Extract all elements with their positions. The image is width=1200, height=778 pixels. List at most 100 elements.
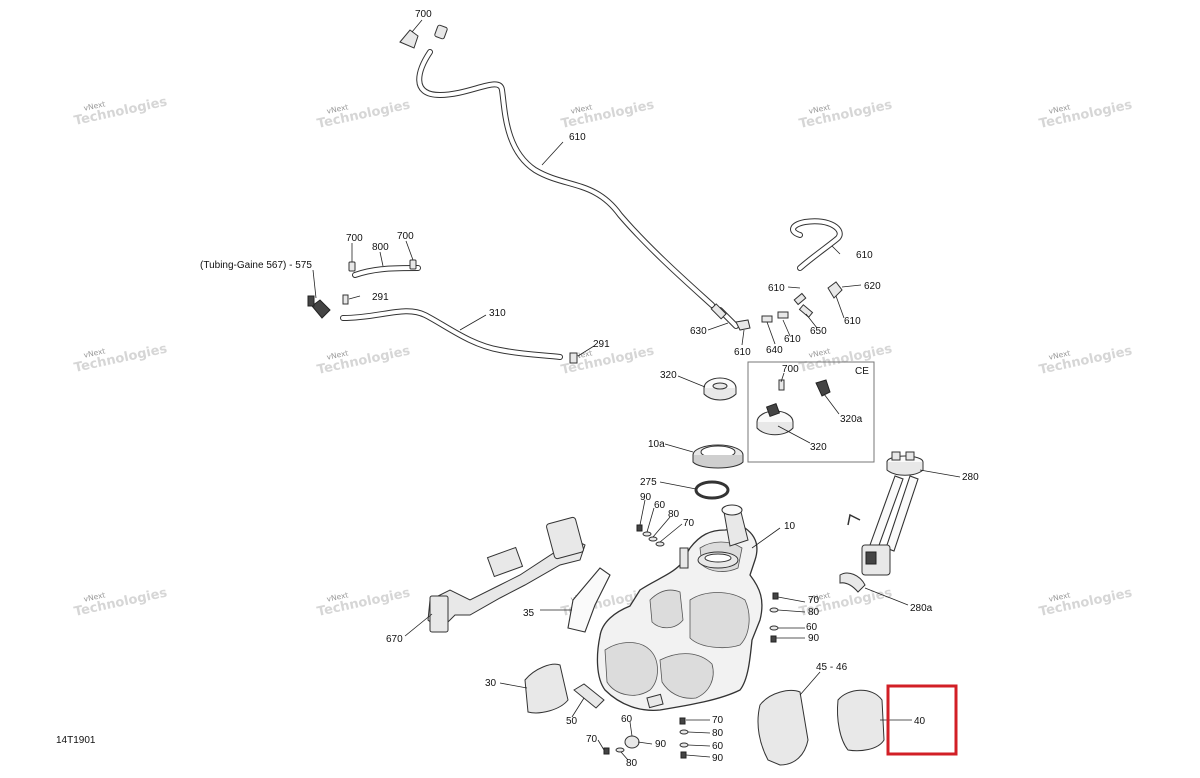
callout-80: 80 [626,758,638,769]
callout-630: 630 [690,326,707,337]
callout-310: 310 [489,308,506,319]
hose-800 [352,265,421,278]
callout-60: 60 [621,714,633,725]
callout-45-46: 45 - 46 [816,662,848,673]
heat-shield-35 [567,567,611,633]
watermark: Technologies vNext [316,97,412,131]
watermark: Technologies vNext [73,94,169,128]
callout-700: 700 [346,233,363,244]
svg-text:vNext: vNext [83,346,106,359]
callout-280a: 280a [910,603,933,614]
callout-40: 40 [914,716,926,727]
callout-60: 60 [712,741,724,752]
callout-90: 90 [712,753,724,764]
callout-610: 610 [784,334,801,345]
callout-320: 320 [810,442,827,453]
svg-text:vNext: vNext [1048,590,1071,603]
fitting-575 [307,295,331,319]
svg-text:vNext: vNext [326,348,349,361]
vent-hose-610-upper [416,49,715,308]
fuel-tank-10 [596,504,763,711]
highlight-box-40[interactable] [886,684,958,756]
seal-275 [694,480,730,500]
callout-610: 610 [844,316,861,327]
svg-text:vNext: vNext [1048,348,1071,361]
svg-text:vNext: vNext [326,102,349,115]
svg-text:vNext: vNext [570,102,593,115]
callout-90: 90 [655,739,667,750]
heat-shield-40 [837,689,885,752]
callout-80: 80 [808,607,820,618]
callout-700: 700 [782,364,799,375]
callout-10a: 10a [648,439,665,450]
svg-text:vNext: vNext [808,102,831,115]
watermark: Technologies vNext [798,341,894,375]
watermarks: Technologies vNext Technologies vNext Te… [73,94,1134,619]
watermark: Technologies vNext [73,341,169,375]
clip-291-left [342,294,349,305]
watermark: Technologies vNext [73,585,169,619]
callout-60: 60 [654,500,666,511]
watermark: Technologies vNext [1038,97,1134,131]
svg-text:vNext: vNext [83,99,106,112]
callout-291: 291 [593,339,610,350]
svg-text:vNext: vNext [808,346,831,359]
svg-text:vNext: vNext [83,590,106,603]
heat-shield-30 [524,663,569,714]
callout-610: 610 [734,347,751,358]
callout-70: 70 [712,715,724,726]
watermark: Technologies vNext [798,97,894,131]
callout-80: 80 [712,728,724,739]
callout-670: 670 [386,634,403,645]
callout-610: 610 [856,250,873,261]
callout-700: 700 [397,231,414,242]
callout-275: 275 [640,477,657,488]
callout-70: 70 [683,518,695,529]
svg-text:vNext: vNext [326,590,349,603]
callout-280: 280 [962,472,979,483]
callout-700: 700 [415,9,432,20]
bracket-670 [427,516,586,633]
callout-800: 800 [372,242,389,253]
fittings-630-640-650 [710,281,843,331]
heat-shield-45-46 [757,690,809,766]
svg-text:vNext: vNext [1048,102,1071,115]
callouts: 700 610 700 700 800 (Tubing-Gaine 567) -… [200,9,979,769]
hardware [603,524,779,759]
clamp-700-top [399,24,448,49]
callout-35: 35 [523,608,535,619]
callout-90: 90 [808,633,820,644]
callout-320: 320 [660,370,677,381]
diagram-code: 14T1901 [56,735,96,746]
callout-90: 90 [640,492,652,503]
callout-620: 620 [864,281,881,292]
fuel-cap-320 [703,377,737,401]
fuel-pump-280 [839,451,924,593]
callout-10: 10 [784,521,796,532]
ce-label: CE [855,366,869,377]
callout-650: 650 [810,326,827,337]
watermark: Technologies vNext [316,343,412,377]
watermark: Technologies vNext [1038,343,1134,377]
leader-lines [312,19,961,761]
callout-50: 50 [566,716,578,727]
svg-text:vNext: vNext [808,590,831,603]
callout-70: 70 [808,595,820,606]
callout-610: 610 [569,132,586,143]
watermark: Technologies vNext [316,585,412,619]
callout-70: 70 [586,734,598,745]
callout-320a: 320a [840,414,863,425]
callout-575: (Tubing-Gaine 567) - 575 [200,260,312,271]
vent-hose-610-right [790,218,843,271]
callout-30: 30 [485,678,497,689]
callout-291: 291 [372,292,389,303]
callout-80: 80 [668,509,680,520]
watermark: Technologies vNext [1038,585,1134,619]
clip-291-right [569,352,578,364]
watermark: Technologies vNext [560,97,656,131]
lock-ring-10a [692,444,744,469]
pad-50 [573,683,605,709]
ce-box: CE [747,361,875,463]
callout-610: 610 [768,283,785,294]
hose-310 [340,308,563,360]
